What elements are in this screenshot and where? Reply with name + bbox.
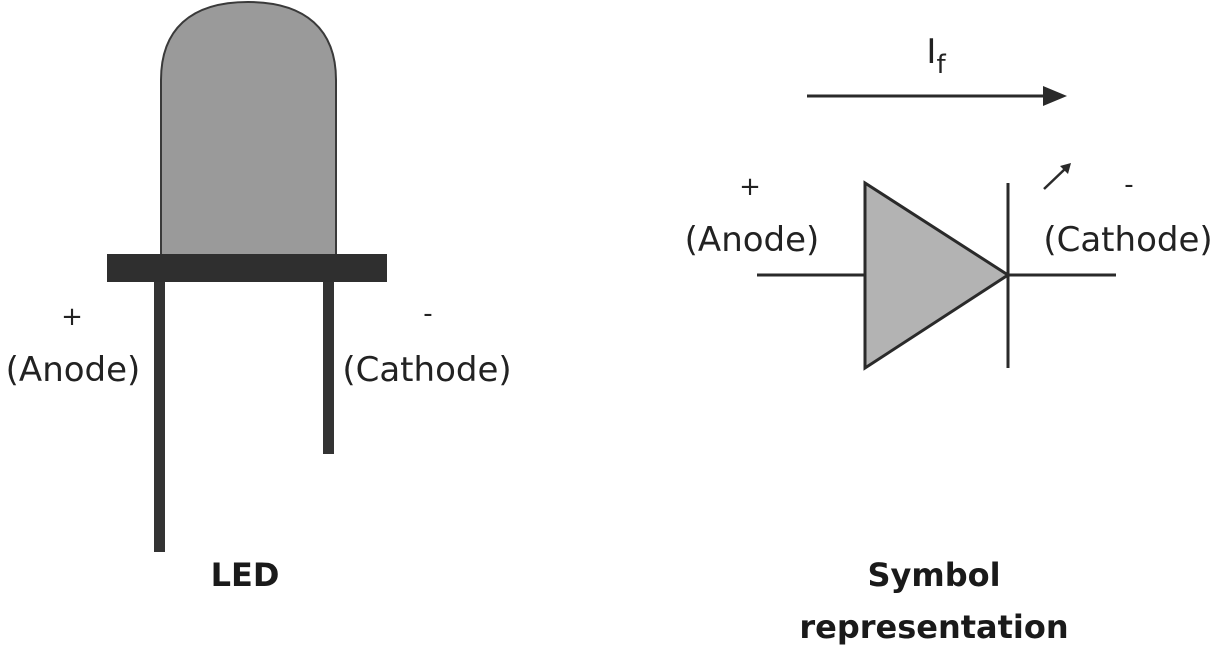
led-anode-label: (Anode) [6,350,141,390]
current-arrow [807,86,1067,106]
current-arrowhead [1043,86,1067,106]
led-caption: LED [211,556,280,594]
symbol-anode-sign: + [739,172,761,202]
light-emission-arrow-icon [1043,163,1071,190]
led-base-rim [107,254,387,282]
current-subscript: f [936,50,946,80]
current-symbol: I [926,32,936,72]
symbol-caption-line1: Symbol [867,556,1000,594]
led-dome-body [160,0,337,256]
symbol-caption-line2: representation [799,608,1068,646]
led-cathode-lead [323,282,334,454]
led-cathode-sign: - [423,299,432,329]
diode-symbol [757,163,1116,371]
symbol-cathode-label: (Cathode) [1043,220,1212,260]
current-label: If [926,32,946,80]
led-anode-sign: + [61,302,83,332]
symbol-anode-label: (Anode) [685,220,820,260]
symbol-cathode-sign: - [1124,170,1133,200]
diode-triangle [863,180,1011,371]
led-anode-lead [154,282,165,552]
led-cathode-label: (Cathode) [342,350,511,390]
led-drawing [107,0,387,552]
